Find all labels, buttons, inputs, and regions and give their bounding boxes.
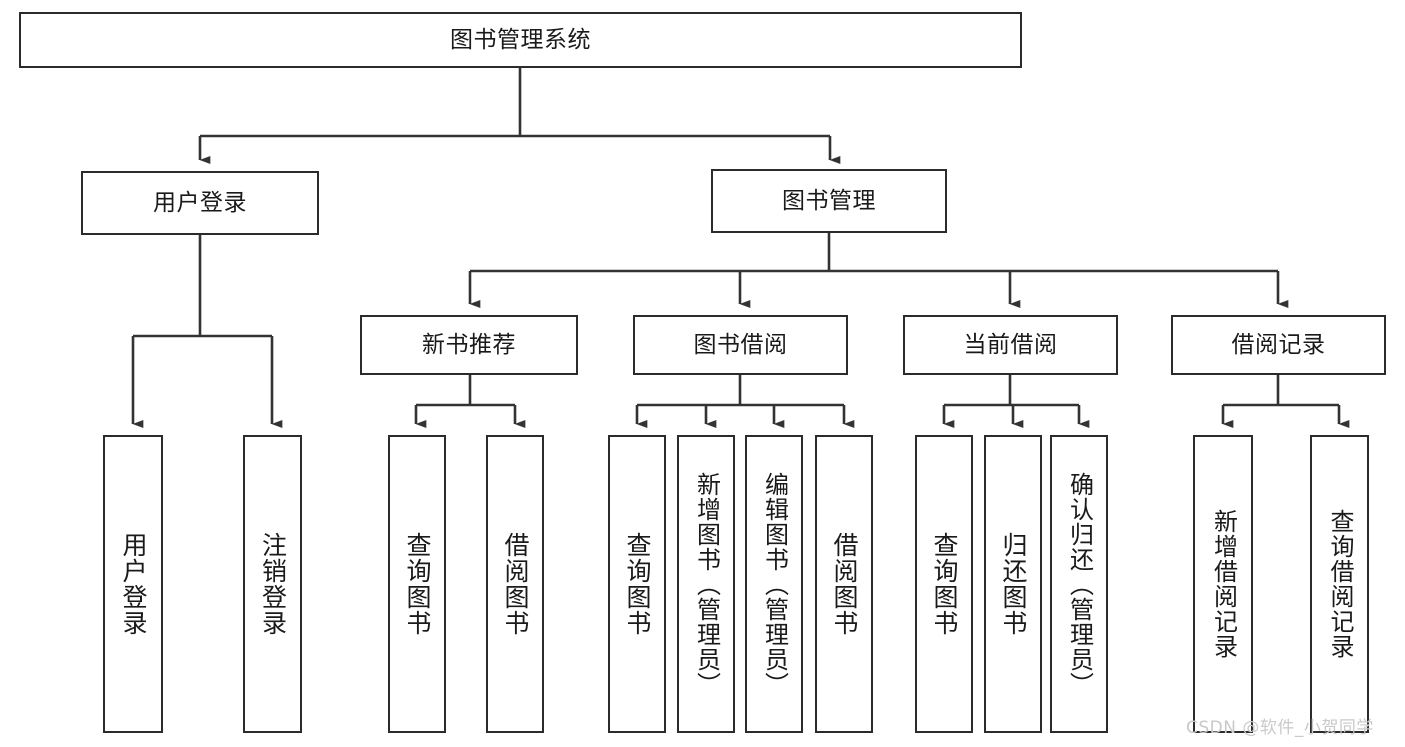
- node-leaf-query-book-1[interactable]: 查询图书: [388, 435, 446, 733]
- node-root-label: 图书管理系统: [450, 26, 591, 53]
- node-leaf-query-book-2[interactable]: 查询图书: [608, 435, 666, 733]
- node-new-book-recommend-label: 新书推荐: [422, 331, 516, 358]
- node-leaf-query-book-3[interactable]: 查询图书: [915, 435, 973, 733]
- node-leaf-add-record[interactable]: 新增借阅记录: [1193, 435, 1253, 733]
- node-leaf-query-record[interactable]: 查询借阅记录: [1310, 435, 1369, 733]
- node-root[interactable]: 图书管理系统: [19, 12, 1022, 68]
- node-leaf-edit-book-label: 编辑图书（管理员）: [760, 471, 789, 697]
- node-leaf-query-record-label: 查询借阅记录: [1325, 509, 1354, 659]
- node-leaf-query-book-1-label: 查询图书: [403, 532, 432, 636]
- node-leaf-borrow-book-2-label: 借阅图书: [830, 532, 859, 636]
- node-leaf-borrow-book-1-label: 借阅图书: [501, 532, 530, 636]
- node-leaf-user-login[interactable]: 用户登录: [103, 435, 163, 733]
- node-user-login[interactable]: 用户登录: [81, 171, 319, 235]
- node-leaf-query-book-3-label: 查询图书: [930, 532, 959, 636]
- node-leaf-add-record-label: 新增借阅记录: [1209, 509, 1238, 659]
- node-leaf-edit-book[interactable]: 编辑图书（管理员）: [745, 435, 803, 733]
- node-current-borrow[interactable]: 当前借阅: [903, 315, 1118, 375]
- node-leaf-confirm-return[interactable]: 确认归还（管理员）: [1050, 435, 1108, 733]
- node-new-book-recommend[interactable]: 新书推荐: [360, 315, 578, 375]
- node-book-borrow[interactable]: 图书借阅: [633, 315, 848, 375]
- node-current-borrow-label: 当前借阅: [963, 331, 1058, 358]
- node-leaf-query-book-2-label: 查询图书: [623, 532, 652, 636]
- node-leaf-borrow-book-1[interactable]: 借阅图书: [486, 435, 544, 733]
- node-leaf-return-book-label: 归还图书: [999, 532, 1028, 636]
- node-leaf-add-book-label: 新增图书（管理员）: [692, 471, 721, 697]
- node-book-manage-label: 图书管理: [782, 187, 876, 214]
- node-borrow-record-label: 借阅记录: [1231, 331, 1326, 358]
- node-book-borrow-label: 图书借阅: [693, 331, 788, 358]
- node-leaf-user-login-label: 用户登录: [119, 532, 148, 636]
- node-leaf-logout-label: 注销登录: [258, 532, 288, 636]
- node-leaf-borrow-book-2[interactable]: 借阅图书: [815, 435, 873, 733]
- node-borrow-record[interactable]: 借阅记录: [1171, 315, 1386, 375]
- node-leaf-confirm-return-label: 确认归还（管理员）: [1065, 471, 1094, 697]
- node-book-manage[interactable]: 图书管理: [711, 169, 947, 233]
- csdn-watermark: CSDN @软件_小贺同学: [1186, 718, 1374, 738]
- node-user-login-label: 用户登录: [153, 189, 247, 216]
- node-leaf-logout[interactable]: 注销登录: [243, 435, 302, 733]
- node-leaf-add-book[interactable]: 新增图书（管理员）: [677, 435, 735, 733]
- node-leaf-return-book[interactable]: 归还图书: [984, 435, 1042, 733]
